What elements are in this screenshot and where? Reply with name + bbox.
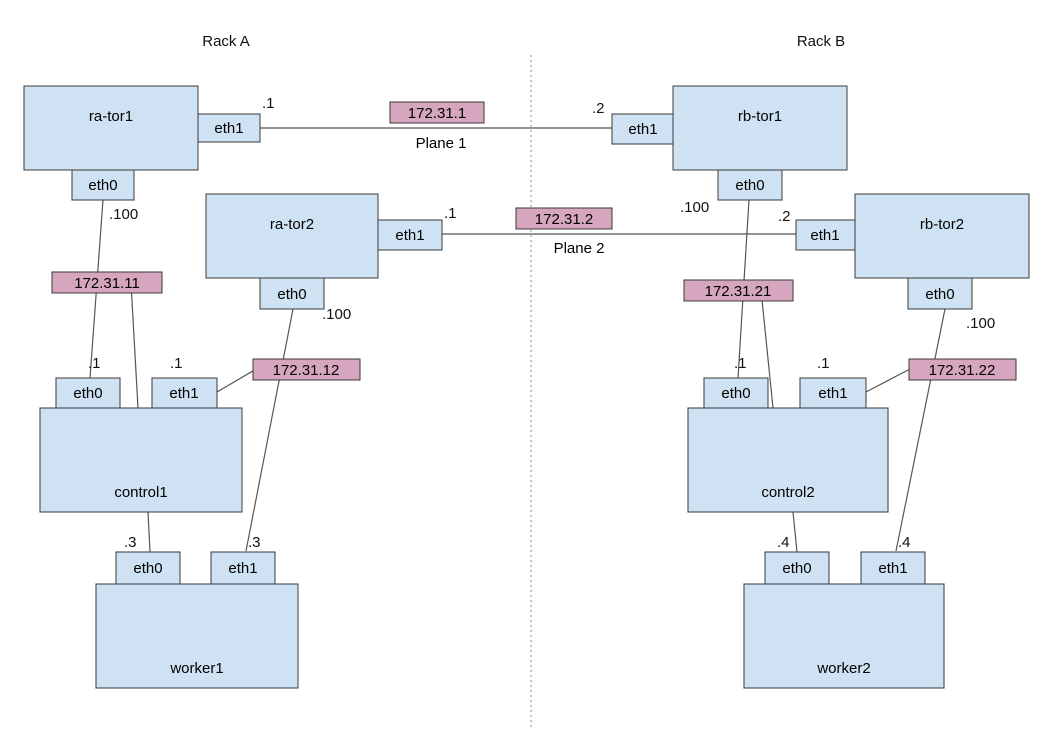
port-control1-eth1: eth1 [151,377,218,409]
link-control1-worker1 [147,511,151,553]
link-ra-tor2-eth0 [245,308,294,552]
port-control1-eth0: eth0 [55,377,121,409]
port-label: eth0 [782,560,811,577]
node-label: rb-tor1 [738,108,782,125]
port-ra-tor1-eth1: eth1 [197,113,261,143]
addr-rb-tor2-eth1: .2 [778,208,791,225]
plane2-label: Plane 2 [554,240,605,257]
port-label: eth0 [277,286,306,303]
node-label: control2 [761,484,814,501]
node-label: ra-tor1 [89,108,133,125]
node-label: worker2 [816,660,870,677]
plane1-label: Plane 1 [416,135,467,152]
port-label: eth0 [88,177,117,194]
link-a1-control1 [130,282,139,409]
port-control2-eth0: eth0 [703,377,769,409]
port-rb-tor2-eth1: eth1 [795,219,856,251]
subnet-label: 172.31.11 [74,275,140,292]
port-label: eth0 [73,385,102,402]
link-b1-control2 [760,289,774,409]
node-rb-tor1: rb-tor1 [672,85,848,171]
port-worker2-eth1: eth1 [860,551,926,585]
port-label: eth1 [878,560,907,577]
addr-rb-tor1-eth0: .100 [680,199,709,216]
port-label: eth1 [214,120,243,137]
port-rb-tor1-eth1: eth1 [611,113,674,145]
port-label: eth1 [818,385,847,402]
addr-ra-tor1-eth1: .1 [262,95,275,112]
subnet-label: 172.31.2 [535,211,593,228]
subnet-tag-b1: 172.31.21 [683,279,794,302]
addr-control1-eth1: .1 [170,355,183,372]
addr-control1-eth0: .1 [88,355,101,372]
port-label: eth1 [395,227,424,244]
port-ra-tor1-eth0: eth0 [71,169,135,201]
node-ra-tor2: ra-tor2 [205,193,379,279]
addr-ra-tor1-eth0: .100 [109,206,138,223]
address-labels: .1 .2 .1 .2 .100 .100 .100 .100 .1 .1 .1… [88,95,995,551]
node-control1: control1 [39,407,243,513]
subnet-label: 172.31.21 [705,283,772,300]
node-ra-tor1: ra-tor1 [23,85,199,171]
port-ra-tor2-eth1: eth1 [377,219,443,251]
port-worker1-eth0: eth0 [115,551,181,585]
addr-rb-tor1-eth1: .2 [592,100,605,117]
addr-worker2-eth1: .4 [898,534,911,551]
link-control2-worker2 [792,511,798,553]
subnet-tag-plane1: 172.31.1 [389,101,485,124]
subnet-tag-plane2: 172.31.2 [515,207,613,230]
links [89,127,946,553]
node-label: ra-tor2 [270,216,314,233]
subnet-label: 172.31.1 [408,105,466,122]
rack-a-title: Rack A [202,33,250,50]
addr-rb-tor2-eth0: .100 [966,315,995,332]
node-label: worker1 [169,660,223,677]
addr-control2-eth0: .1 [734,355,747,372]
node-label: control1 [114,484,167,501]
addr-ra-tor2-eth0: .100 [322,306,351,323]
link-rb-tor2-eth0 [895,308,946,552]
subnet-tag-b2: 172.31.22 [908,358,1017,381]
port-label: eth0 [735,177,764,194]
subnet-tag-a1: 172.31.11 [51,271,163,294]
node-worker2: worker2 [743,583,945,689]
port-label: eth1 [810,227,839,244]
node-rb-tor2: rb-tor2 [854,193,1030,279]
addr-ra-tor2-eth1: .1 [444,205,457,222]
node-worker1: worker1 [95,583,299,689]
addr-worker2-eth0: .4 [777,534,790,551]
port-label: eth0 [925,286,954,303]
port-rb-tor1-eth0: eth0 [717,169,783,201]
addr-worker1-eth1: .3 [248,534,261,551]
port-label: eth0 [721,385,750,402]
rack-b-title: Rack B [797,33,845,50]
port-worker1-eth1: eth1 [210,551,276,585]
addr-control2-eth1: .1 [817,355,830,372]
port-rb-tor2-eth0: eth0 [907,277,973,310]
port-ra-tor2-eth0: eth0 [259,277,325,310]
node-label: rb-tor2 [920,216,964,233]
port-label: eth1 [628,121,657,138]
port-label: eth1 [228,560,257,577]
subnet-label: 172.31.22 [929,362,996,379]
port-label: eth1 [169,385,198,402]
node-control2: control2 [687,407,889,513]
link-b2-control2-eth1 [865,368,911,393]
addr-worker1-eth0: .3 [124,534,137,551]
subnet-label: 172.31.12 [273,362,340,379]
subnet-tag-a2: 172.31.12 [252,358,361,381]
port-label: eth0 [133,560,162,577]
port-control2-eth1: eth1 [799,377,867,409]
port-worker2-eth0: eth0 [764,551,830,585]
link-a2-control1-eth1 [216,367,259,393]
